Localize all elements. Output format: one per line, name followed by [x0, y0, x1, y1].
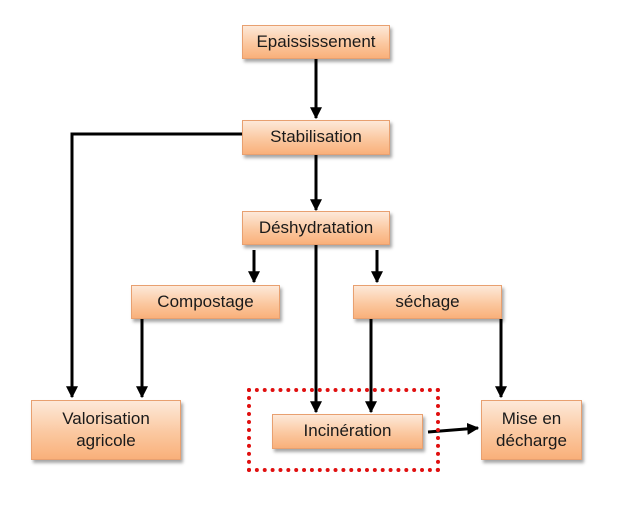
arrow-stabilisation-to-valorisation	[66, 132, 242, 399]
node-sechage: séchage	[353, 285, 502, 319]
node-sechage-label: séchage	[395, 291, 460, 311]
node-epaississement: Epaississement	[242, 25, 390, 59]
node-epaississement-label: Epaississement	[256, 31, 376, 51]
node-stabilisation-label: Stabilisation	[270, 127, 362, 147]
node-compostage: Compostage	[131, 285, 280, 319]
node-mise-en-decharge-label: Mise en décharge	[496, 408, 567, 450]
node-valorisation-agricole: Valorisation agricole	[31, 400, 181, 460]
node-mise-en-decharge: Mise en décharge	[481, 400, 582, 460]
node-incineration: Incinération	[272, 414, 423, 449]
node-valorisation-label: Valorisation agricole	[62, 408, 150, 450]
incineration-highlight-frame	[247, 388, 440, 472]
node-deshydratation: Déshydratation	[242, 211, 390, 245]
node-deshydratation-label: Déshydratation	[258, 217, 374, 237]
node-incineration-label: Incinération	[303, 421, 392, 441]
node-compostage-label: Compostage	[157, 291, 254, 311]
node-stabilisation: Stabilisation	[242, 120, 390, 155]
